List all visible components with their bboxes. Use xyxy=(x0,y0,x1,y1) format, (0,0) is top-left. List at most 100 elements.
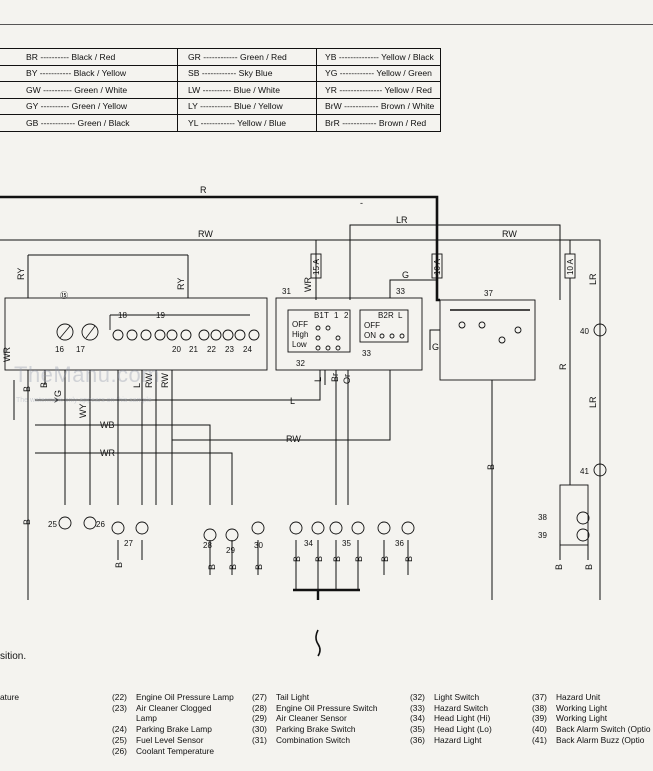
switch-33-col: R xyxy=(388,311,394,320)
back-alarm-buzzer xyxy=(593,463,607,477)
label-33b: 33 xyxy=(362,349,371,358)
legend-item: (28)Engine Oil Pressure Switch xyxy=(252,702,378,713)
wire-label-B: B xyxy=(380,556,390,562)
gauge-16 xyxy=(56,323,74,341)
ground-symbol xyxy=(315,629,321,657)
wire-label-L: L xyxy=(313,377,323,382)
wire-label-G: G xyxy=(432,342,439,352)
legend-column-4: (32)Light Switch (33)Hazard Switch (34)H… xyxy=(410,692,492,746)
label-25: 25 xyxy=(48,520,57,529)
wire-label-B: B xyxy=(354,556,364,562)
switch-31-col: 1 xyxy=(334,311,339,320)
label-29: 29 xyxy=(226,546,235,555)
label-33: 33 xyxy=(396,287,405,296)
label-15: ⑮ xyxy=(60,291,68,300)
wire-label-RW: RW xyxy=(286,434,301,444)
wire-label-LR: LR xyxy=(588,273,598,285)
wire-label-LR: LR xyxy=(396,215,408,225)
legend-item: ature xyxy=(0,692,20,702)
label-24: 24 xyxy=(243,345,252,354)
wire-dash: - xyxy=(360,198,363,208)
wire-G2 xyxy=(429,329,440,350)
legend-item: (30)Parking Brake Switch xyxy=(252,724,356,735)
switch-31-col: T xyxy=(324,311,329,320)
legend-column-3: (27)Tail Light (28)Engine Oil Pressure S… xyxy=(252,692,377,746)
indicator-lamp xyxy=(154,329,166,341)
wire-label-LR: LR xyxy=(588,396,598,408)
switch-33-col: L xyxy=(398,311,403,320)
air-cleaner-sensor xyxy=(203,528,217,542)
switch-contact xyxy=(315,335,321,341)
label-17: 17 xyxy=(76,345,85,354)
switch-31-row: High xyxy=(292,330,308,339)
label-34: 34 xyxy=(304,539,313,548)
label-28: 28 xyxy=(203,541,212,550)
wire-label-WY: WY xyxy=(78,404,88,419)
label-31: 31 xyxy=(282,287,291,296)
working-light-38 xyxy=(576,511,590,525)
label-37: 37 xyxy=(484,289,493,298)
fuel-level-sensor xyxy=(58,516,72,530)
legend-item: (23)Air Cleaner Clogged xyxy=(112,702,212,713)
switch-31-row: Low xyxy=(292,340,307,349)
switch-contact xyxy=(335,345,341,351)
working-light-38-39 xyxy=(559,484,589,546)
switch-contact xyxy=(335,335,341,341)
hazard-light xyxy=(377,521,391,535)
wire-label-RW: RW xyxy=(144,373,154,388)
wire-L xyxy=(35,370,321,401)
head-light-lo xyxy=(351,521,365,535)
label-41: 41 xyxy=(580,467,589,476)
footnote-text: sition. xyxy=(0,651,27,662)
fuse-label: 10 A xyxy=(433,258,442,275)
legend-item: (36)Hazard Light xyxy=(410,734,482,745)
wire-label-RY: RY xyxy=(176,278,186,290)
switch-contact xyxy=(315,345,321,351)
wire-label-YG: YG xyxy=(53,390,63,403)
hazard-switch-table xyxy=(359,309,409,343)
wire-label-RW: RW xyxy=(198,229,213,239)
indicator-lamp xyxy=(126,329,138,341)
wire-label-L: L xyxy=(290,396,295,406)
label-22: 22 xyxy=(207,345,216,354)
legend-item: (29)Air Cleaner Sensor xyxy=(252,713,347,724)
wire-WB xyxy=(35,424,211,505)
wire-label-R: R xyxy=(200,185,207,195)
instrument-panel-box xyxy=(4,297,268,371)
indicator-lamp xyxy=(166,329,178,341)
hazard-relay xyxy=(514,326,522,334)
wire-WR xyxy=(35,452,233,505)
legend-item: (31)Combination Switch xyxy=(252,734,351,745)
color-code-cell: BrR ------------ Brown / Red xyxy=(315,114,442,132)
page-top-rule xyxy=(0,24,653,25)
tail-light xyxy=(135,521,149,535)
fuse-box xyxy=(431,253,443,279)
legend-column-2: (22)Engine Oil Pressure Lamp (23)Air Cle… xyxy=(112,692,234,756)
wire-label-RW: RW xyxy=(502,229,517,239)
wire-label-RY: RY xyxy=(16,268,26,280)
legend-item: (27)Tail Light xyxy=(252,692,310,702)
color-code-cell: YL ------------ Yellow / Blue xyxy=(177,114,317,132)
switch-33-row: ON xyxy=(364,331,376,340)
indicator-lamp xyxy=(248,329,260,341)
legend-item: (32)Light Switch xyxy=(410,692,480,702)
legend-item: (35)Head Light (Lo) xyxy=(410,724,492,735)
switch-contact xyxy=(315,325,321,331)
switch-31-col: B1 xyxy=(314,311,324,320)
indicator-lamp xyxy=(140,329,152,341)
legend-item: (24)Parking Brake Lamp xyxy=(112,724,212,735)
label-27: 27 xyxy=(124,539,133,548)
switch-33-col: B2 xyxy=(378,311,388,320)
hazard-unit-box xyxy=(439,299,536,381)
wire-label-WR: WR xyxy=(2,347,12,362)
wire-RW-top xyxy=(0,239,317,300)
indicator-lamp xyxy=(222,329,234,341)
wire-label-B: B xyxy=(314,556,324,562)
wire-label-B: B xyxy=(114,562,124,568)
indicator-lamp xyxy=(180,329,192,341)
indicator-lamp xyxy=(210,329,222,341)
fuse-box xyxy=(310,253,322,279)
air-cleaner-sensor xyxy=(225,528,239,542)
